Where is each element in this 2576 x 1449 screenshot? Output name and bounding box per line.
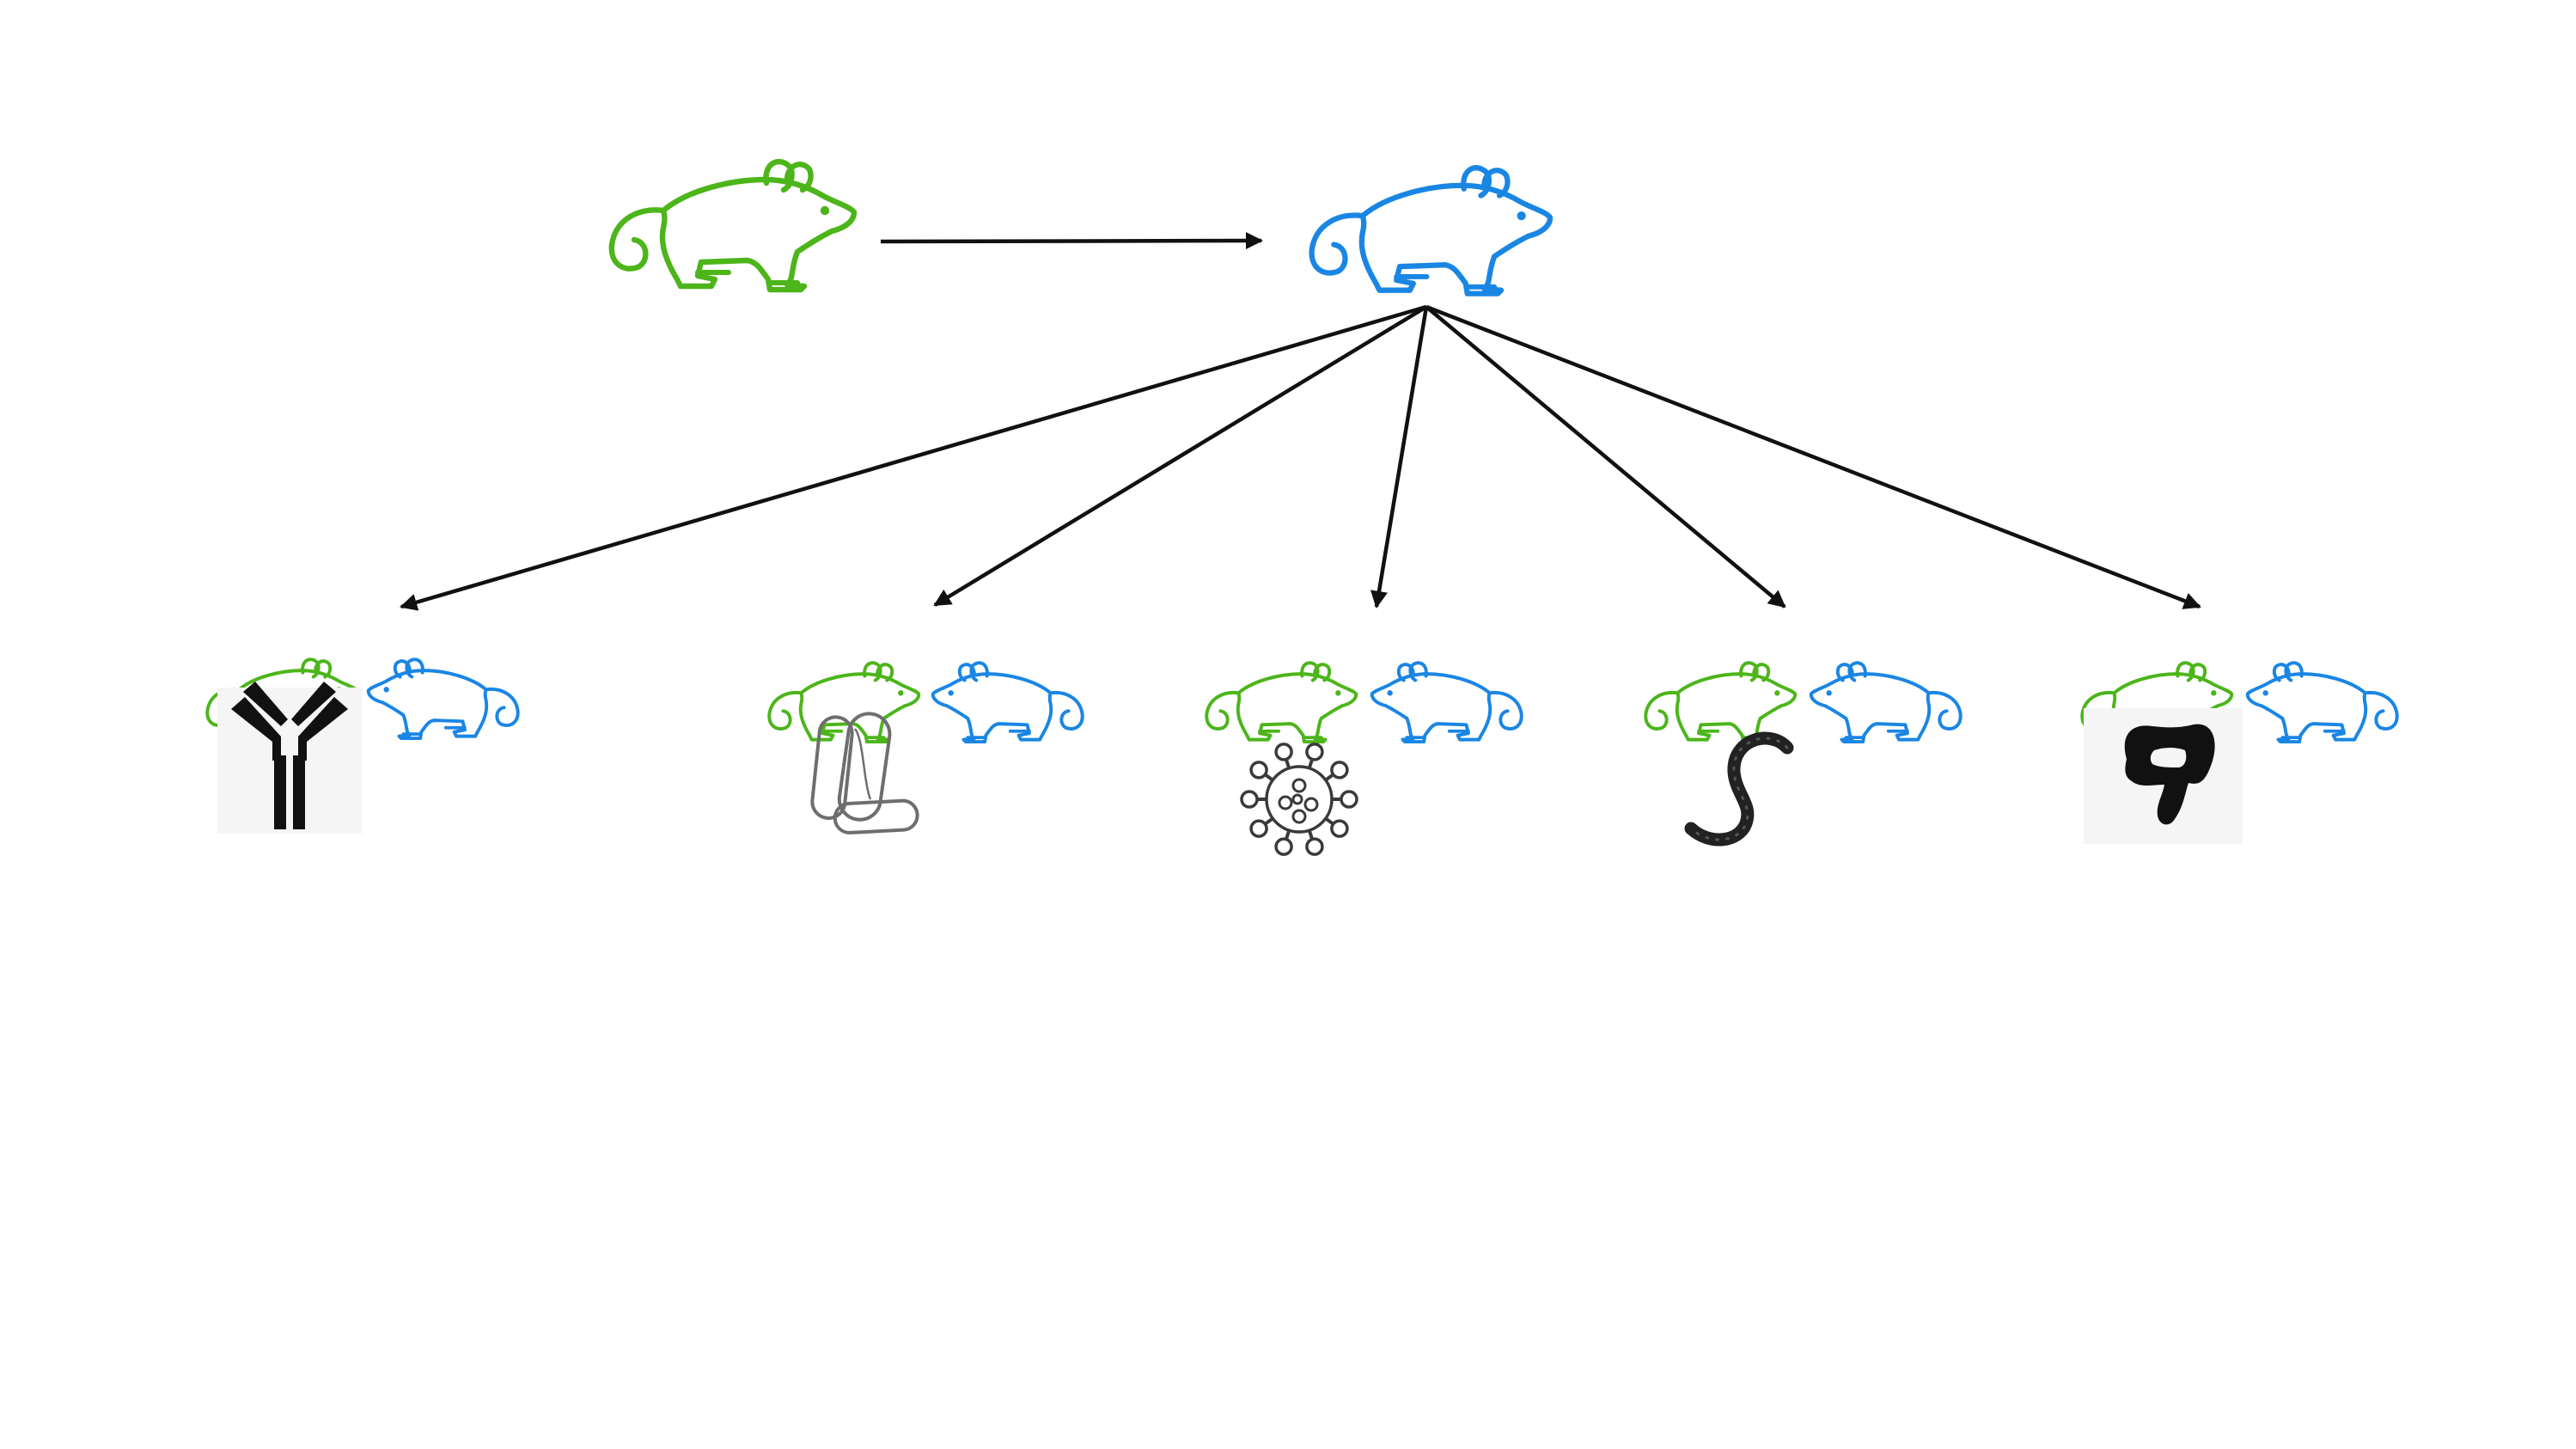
group-bacteria [767,661,1084,835]
recipient-mouse-icon [366,657,520,741]
branch-arrow-1 [400,304,1427,611]
recipient-mouse-icon [2245,661,2399,744]
donor-mouse-icon [1205,661,1358,744]
donor-mouse-icon [612,162,854,290]
virus-icon [1240,743,1358,856]
group-worm [1644,661,1963,847]
branch-arrow-4 [1425,305,1786,608]
recipient-mouse-icon [1312,168,1550,293]
recipient-mouse-icon [1370,661,1523,744]
donor-mouse-icon [767,661,921,744]
intestine-icon [2084,708,2243,844]
group-intestine [2080,661,2399,844]
donor-mouse-icon [1644,661,1798,744]
transfer-arrow [880,231,1264,250]
worm-icon [1684,731,1794,847]
group-antibody [205,657,520,834]
recipient-mouse-icon [1809,661,1963,744]
group-virus [1205,661,1523,856]
recipient-mouse-icon [931,661,1084,744]
branch-arrow-5 [1425,304,2201,609]
bacteria-icon [810,712,919,835]
branch-arrow-2 [933,305,1428,607]
branch-arrow-3 [1370,306,1429,608]
antibody-icon [217,682,362,834]
